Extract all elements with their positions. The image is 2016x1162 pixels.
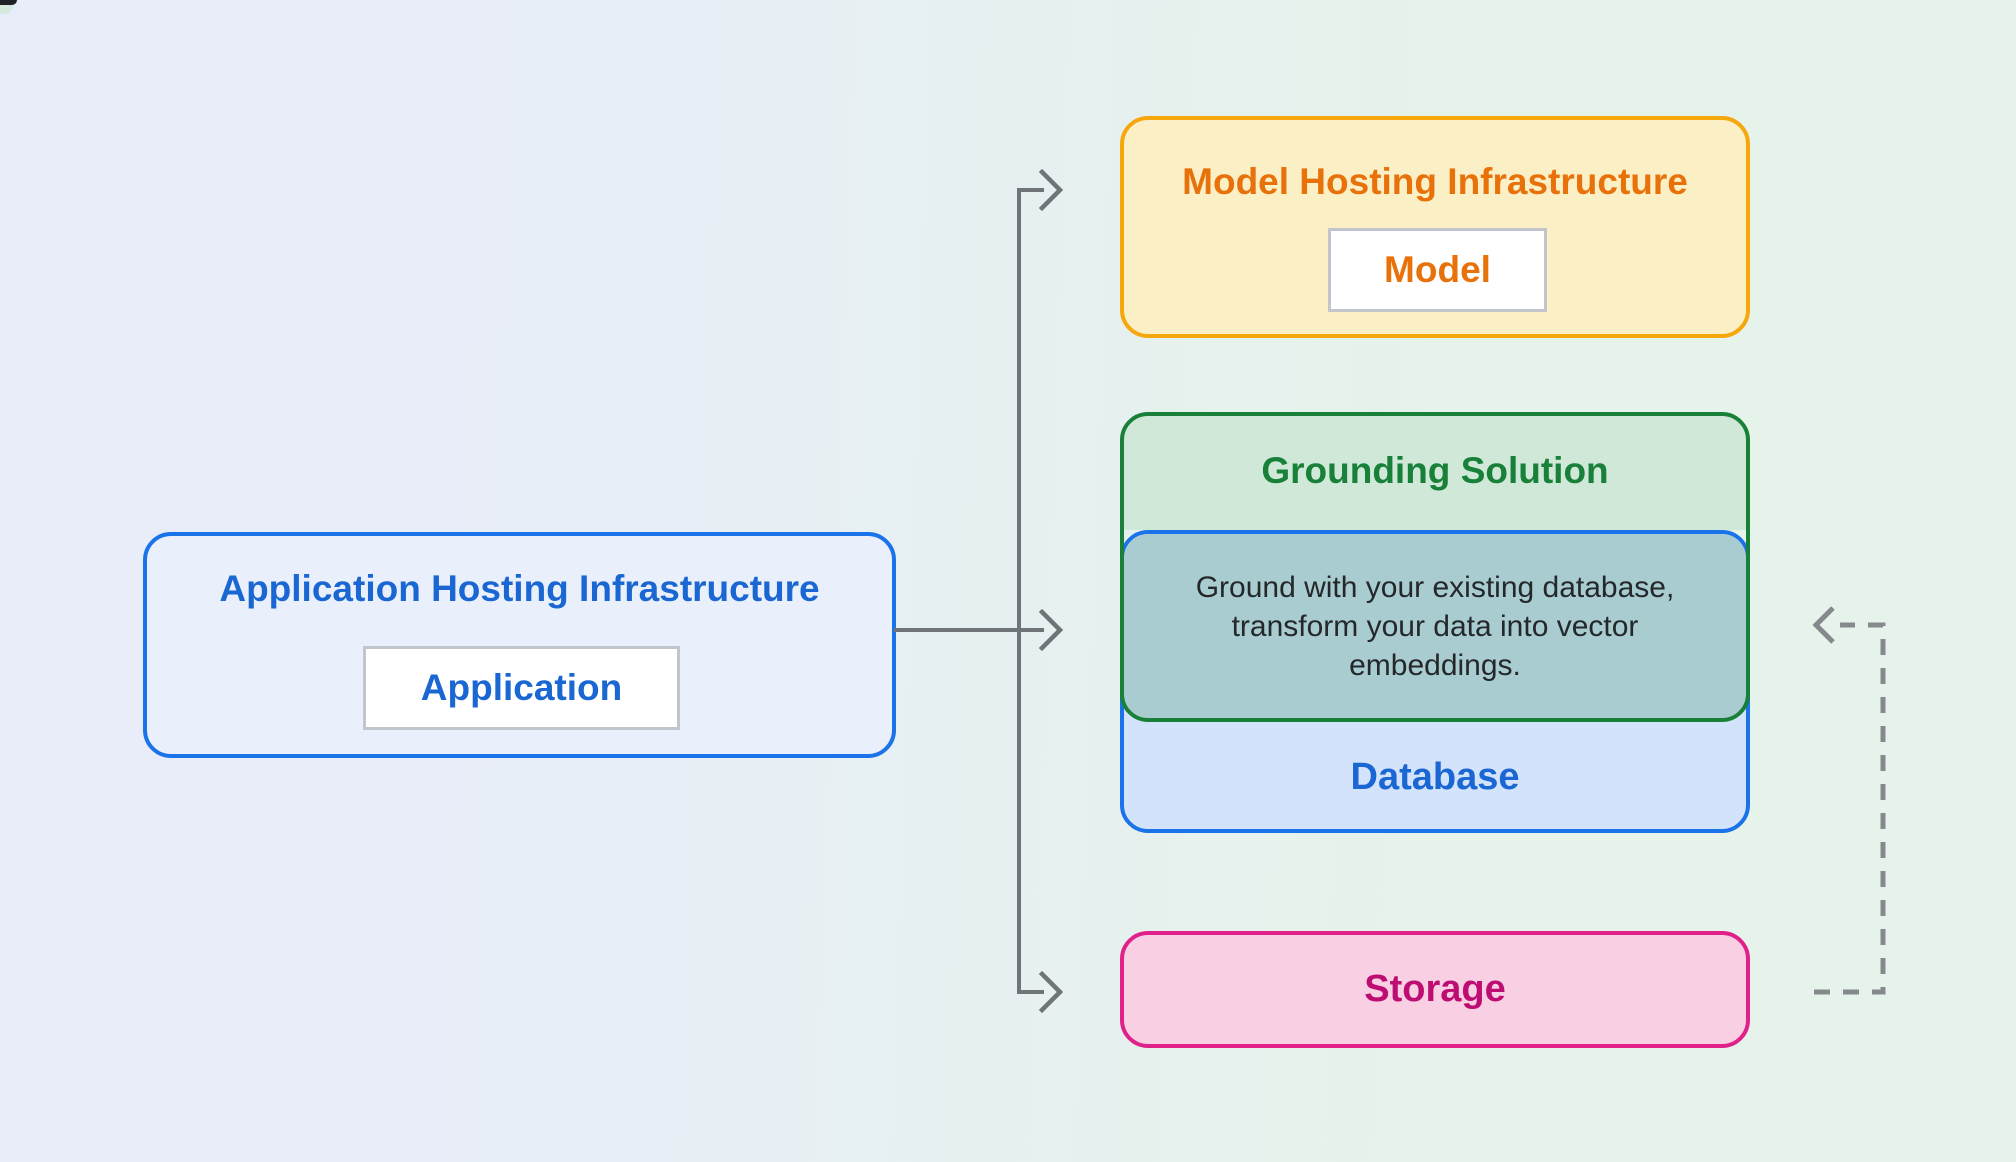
arrowhead-to-storage	[1038, 970, 1064, 1014]
model-chip: Model	[1328, 228, 1547, 312]
arrowhead-to-model	[1038, 168, 1064, 212]
dashed-arrowhead-to-grounding	[1812, 606, 1835, 644]
grounding-solution-border	[1120, 412, 1750, 722]
application-chip: Application	[363, 646, 680, 730]
arrowhead-to-grounding	[1038, 608, 1064, 652]
storage-box: Storage	[1120, 931, 1750, 1048]
grounding-note-text: Ground with your existing database, tran…	[1120, 534, 1750, 718]
grounding-solution-title: Grounding Solution	[1261, 450, 1609, 491]
grounding-solution-fill	[1124, 412, 1746, 530]
screen-corner-artifact	[0, 0, 17, 5]
grounding-note-card	[1124, 534, 1746, 718]
model-hosting-title: Model Hosting Infrastructure	[1182, 161, 1688, 202]
database-label: Database	[1350, 756, 1520, 798]
dashed-arrow-storage-to-grounding	[1814, 622, 1886, 995]
screen-corner-artifact-green	[0, 5, 13, 14]
application-hosting-title: Application Hosting Infrastructure	[219, 568, 820, 609]
grounding-note-text-inner: Ground with your existing database, tran…	[1195, 570, 1675, 682]
